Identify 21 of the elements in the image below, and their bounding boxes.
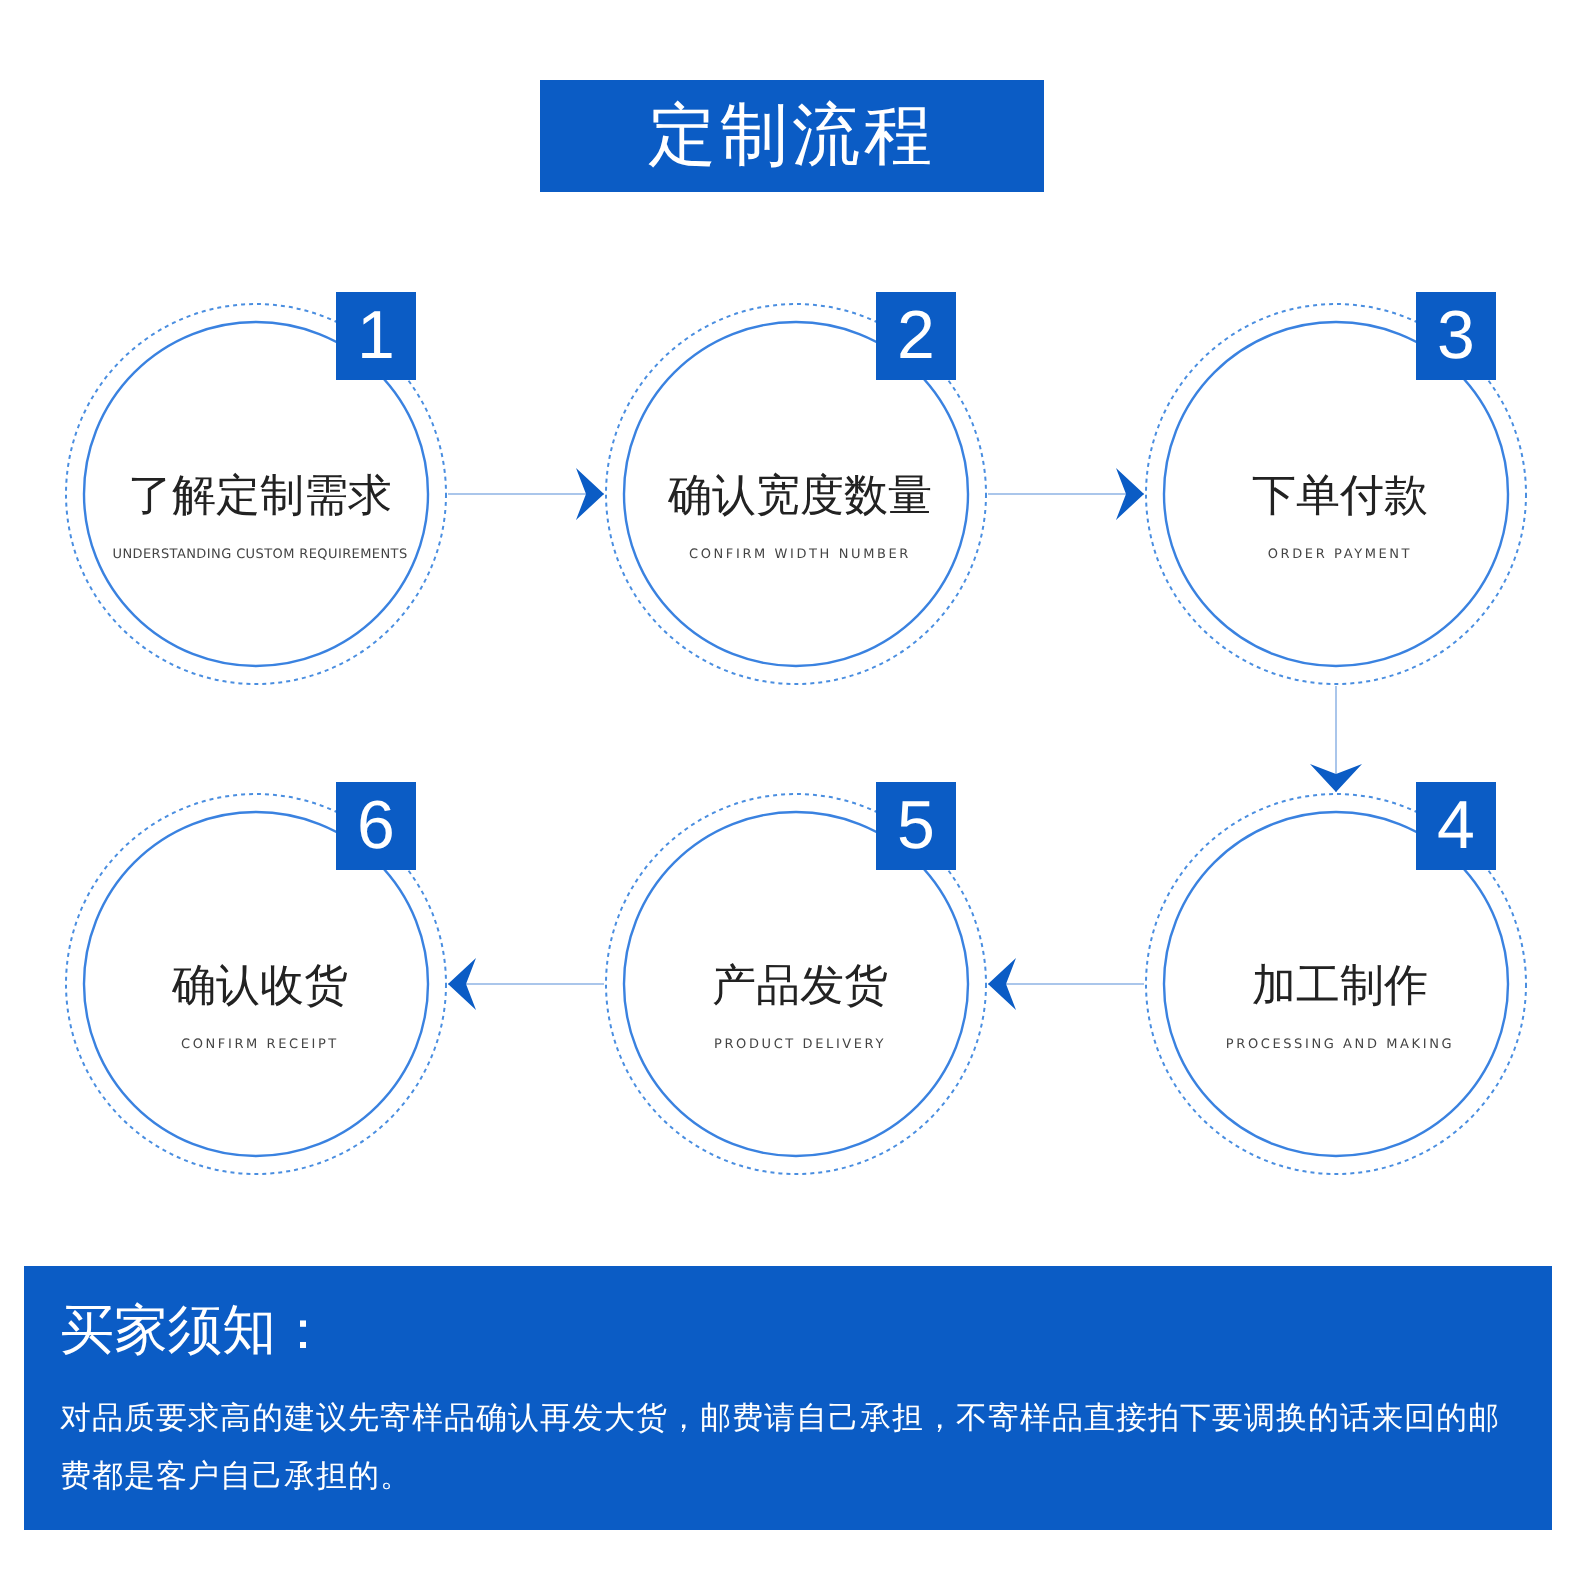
step-number: 1 xyxy=(336,292,416,380)
step-title: 产品发货 xyxy=(712,960,888,1016)
notice-panel xyxy=(24,1266,1552,1530)
notice-heading: 买家须知： xyxy=(60,1298,330,1366)
chevron-arrow xyxy=(447,958,605,1010)
step-title: 确认收货 xyxy=(172,960,348,1016)
step-title: 下单付款 xyxy=(1252,470,1428,526)
chevron-arrow xyxy=(987,958,1145,1010)
step-number: 6 xyxy=(336,782,416,870)
chevron-arrow xyxy=(1310,685,1362,793)
notice-text: 对品质要求高的建议先寄样品确认再发大货，邮费请自己承担，不寄样品直接拍下要调换的话来回的邮费都是客户自己承担的。 xyxy=(60,1398,1502,1498)
step-title: 了解定制需求 xyxy=(128,470,392,526)
step-title: 确认宽度数量 xyxy=(668,470,932,526)
chevron-arrow xyxy=(987,468,1145,520)
step-number: 3 xyxy=(1416,292,1496,380)
title-banner: 定制流程 xyxy=(540,80,1044,192)
step-number: 2 xyxy=(876,292,956,380)
step-number: 5 xyxy=(876,782,956,870)
chevron-arrow xyxy=(447,468,605,520)
step-number: 4 xyxy=(1416,782,1496,870)
step-title: 加工制作 xyxy=(1252,960,1428,1016)
